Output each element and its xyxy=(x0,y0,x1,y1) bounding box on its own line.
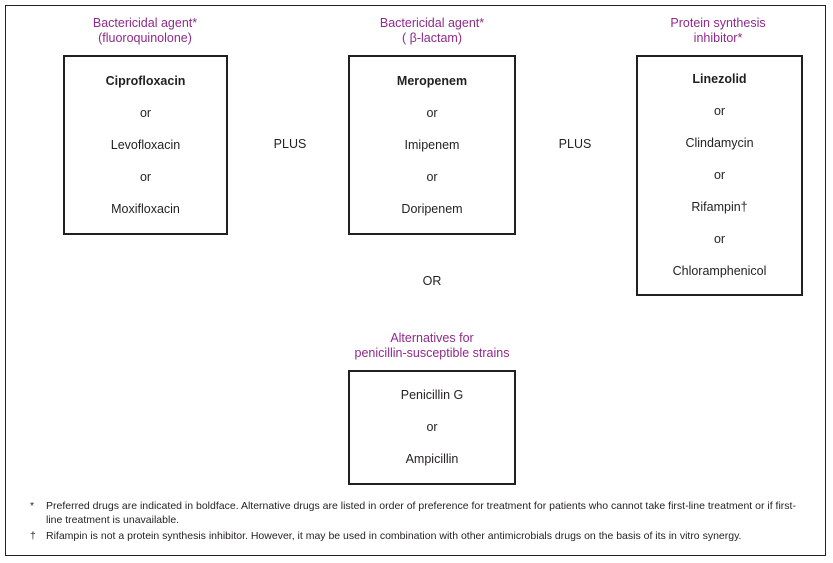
drug-item: Penicillin G xyxy=(400,388,464,402)
drug-item: Moxifloxacin xyxy=(111,201,180,216)
column-3-heading-line2: inhibitor* xyxy=(693,31,743,45)
drug-item: Ampicillin xyxy=(405,452,459,466)
figure-outer-border xyxy=(5,5,826,556)
column-2-heading-line1: Bactericidal agent* xyxy=(379,16,485,30)
drug-conjunction: or xyxy=(139,105,152,120)
drug-conjunction: or xyxy=(426,420,438,434)
drug-item-rifampin: Rifampin† xyxy=(691,200,748,214)
connector-plus-2: PLUS xyxy=(558,137,592,151)
drug-item: Clindamycin xyxy=(685,136,754,150)
connector-or: OR xyxy=(422,274,442,288)
column-2-heading: Bactericidal agent* ( β-lactam) xyxy=(327,16,537,46)
connector-plus-1: PLUS xyxy=(273,137,307,151)
column-1-heading: Bactericidal agent* (fluoroquinolone) xyxy=(40,16,250,46)
drug-conjunction: or xyxy=(713,104,726,118)
column-1-heading-line2: (fluoroquinolone) xyxy=(98,31,192,45)
drug-conjunction: or xyxy=(713,168,726,182)
drug-box-protein-synthesis-inhibitor: Linezolid or Clindamycin or Rifampin† or… xyxy=(636,55,803,296)
drug-conjunction: or xyxy=(139,169,152,184)
drug-item: Meropenem xyxy=(396,73,468,88)
drug-item: Ciprofloxacin xyxy=(105,73,186,88)
footnotes: * Preferred drugs are indicated in boldf… xyxy=(30,500,800,547)
alternatives-heading-line1: Alternatives for xyxy=(390,331,474,345)
drug-box-fluoroquinolone: Ciprofloxacin or Levofloxacin or Moxiflo… xyxy=(63,55,228,235)
drug-conjunction: or xyxy=(426,105,438,120)
alternatives-heading-line2: penicillin-susceptible strains xyxy=(354,346,510,360)
column-2-heading-line2: ( β-lactam) xyxy=(402,31,462,45)
column-3-heading-line1: Protein synthesis xyxy=(670,16,766,30)
drug-item: Levofloxacin xyxy=(110,137,181,152)
drug-box-penicillin-susceptible-alternatives: Penicillin G or Ampicillin xyxy=(348,370,516,485)
footnote-mark: † xyxy=(30,530,36,542)
footnote-mark: * xyxy=(30,500,35,512)
drug-box-beta-lactam: Meropenem or Imipenem or Doripenem xyxy=(348,55,516,235)
footnote-dagger: † Rifampin is not a protein synthesis in… xyxy=(30,530,800,544)
drug-item: Chloramphenicol xyxy=(672,264,767,278)
alternatives-heading: Alternatives for penicillin-susceptible … xyxy=(327,331,537,361)
column-1-heading-line1: Bactericidal agent* xyxy=(92,16,198,30)
drug-item: Imipenem xyxy=(404,137,460,152)
footnote-asterisk: * Preferred drugs are indicated in boldf… xyxy=(30,500,800,527)
footnote-text: Preferred drugs are indicated in boldfac… xyxy=(46,500,796,526)
drug-item: Linezolid xyxy=(692,72,747,86)
drug-item: Doripenem xyxy=(401,201,463,216)
drug-conjunction: or xyxy=(713,232,726,246)
footnote-text: Rifampin is not a protein synthesis inhi… xyxy=(46,530,742,542)
drug-conjunction: or xyxy=(426,169,438,184)
column-3-heading: Protein synthesis inhibitor* xyxy=(613,16,823,46)
